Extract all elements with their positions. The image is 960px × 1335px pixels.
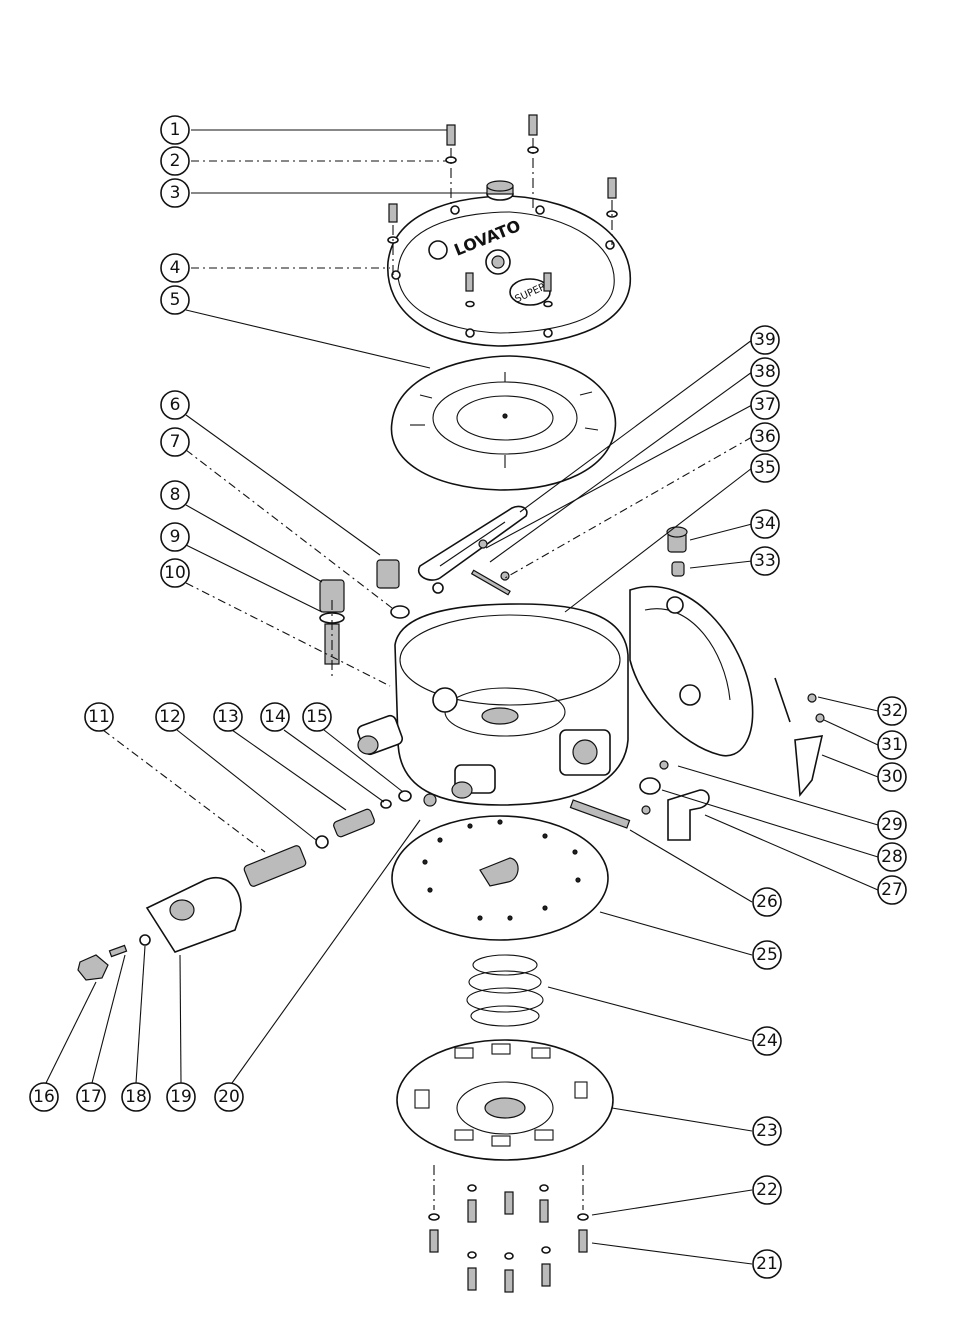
spring: [466, 954, 544, 1027]
svg-text:5: 5: [170, 290, 181, 310]
svg-text:15: 15: [306, 707, 328, 727]
callout-26: 26: [752, 887, 782, 917]
svg-text:30: 30: [881, 767, 903, 787]
callout-24: 24: [752, 1026, 782, 1056]
callout-15: 15: [302, 702, 332, 732]
cover-plate: LOVATO SUPER: [387, 195, 631, 347]
svg-text:1: 1: [170, 120, 181, 140]
callout-18: 18: [121, 1082, 151, 1112]
callout-4: 4: [160, 253, 190, 283]
callout-37: 37: [750, 390, 780, 420]
callout-32: 32: [877, 696, 907, 726]
callout-39: 39: [750, 325, 780, 355]
svg-text:7: 7: [170, 432, 181, 452]
callout-13: 13: [213, 702, 243, 732]
left-fittings: [77, 790, 437, 981]
callout-21: 21: [752, 1249, 782, 1279]
svg-text:29: 29: [881, 815, 903, 835]
callout-27: 27: [877, 875, 907, 905]
callout-17: 17: [76, 1082, 106, 1112]
svg-text:36: 36: [754, 427, 776, 447]
callout-1: 1: [160, 115, 190, 145]
side-cover: [629, 526, 825, 798]
callout-10: 10: [160, 558, 190, 588]
right-fittings: [569, 760, 710, 841]
callout-14: 14: [260, 702, 290, 732]
upper-diaphragm: [390, 355, 617, 491]
callout-11: 11: [84, 702, 114, 732]
svg-text:23: 23: [756, 1121, 778, 1141]
svg-text:39: 39: [754, 330, 776, 350]
callout-6: 6: [160, 390, 190, 420]
svg-text:35: 35: [754, 458, 776, 478]
callout-31: 31: [877, 730, 907, 760]
svg-text:25: 25: [756, 945, 778, 965]
svg-text:19: 19: [170, 1087, 192, 1107]
base-plate: [396, 1039, 614, 1161]
svg-text:37: 37: [754, 395, 776, 415]
lower-diaphragm: [391, 815, 609, 941]
svg-text:38: 38: [754, 362, 776, 382]
svg-text:16: 16: [33, 1087, 55, 1107]
svg-text:6: 6: [170, 395, 181, 415]
svg-text:2: 2: [170, 151, 181, 171]
callout-34: 34: [750, 509, 780, 539]
callout-33: 33: [750, 546, 780, 576]
callout-3: 3: [160, 178, 190, 208]
callout-23: 23: [752, 1116, 782, 1146]
svg-text:17: 17: [80, 1087, 102, 1107]
callout-35: 35: [750, 453, 780, 483]
svg-text:10: 10: [164, 563, 186, 583]
callout-7: 7: [160, 427, 190, 457]
callout-20: 20: [214, 1082, 244, 1112]
svg-text:18: 18: [125, 1087, 147, 1107]
svg-text:28: 28: [881, 847, 903, 867]
bottom-screws: [428, 1165, 589, 1293]
svg-text:20: 20: [218, 1087, 240, 1107]
callout-9: 9: [160, 522, 190, 552]
svg-text:12: 12: [159, 707, 181, 727]
cover-screws: [387, 114, 618, 308]
svg-text:4: 4: [170, 258, 181, 278]
valve-parts-6-10: [319, 559, 410, 680]
svg-text:34: 34: [754, 514, 776, 534]
svg-text:21: 21: [756, 1254, 778, 1274]
callout-36: 36: [750, 422, 780, 452]
svg-text:27: 27: [881, 880, 903, 900]
callout-22: 22: [752, 1175, 782, 1205]
callout-5: 5: [160, 285, 190, 315]
svg-text:33: 33: [754, 551, 776, 571]
svg-text:24: 24: [756, 1031, 778, 1051]
lever-assembly: [417, 505, 528, 596]
svg-text:32: 32: [881, 701, 903, 721]
svg-text:3: 3: [170, 183, 181, 203]
callout-28: 28: [877, 842, 907, 872]
callout-2: 2: [160, 146, 190, 176]
regulator-body: [356, 603, 629, 806]
callout-8: 8: [160, 480, 190, 510]
callout-12: 12: [155, 702, 185, 732]
callout-19: 19: [166, 1082, 196, 1112]
svg-text:13: 13: [217, 707, 239, 727]
callout-30: 30: [877, 762, 907, 792]
callout-25: 25: [752, 940, 782, 970]
callout-29: 29: [877, 810, 907, 840]
cover-cap: [486, 180, 514, 201]
svg-text:11: 11: [88, 707, 110, 727]
callouts: 1 2 3 4 5 6 7 8 9 10 11 12 13 14 15 16 1…: [29, 115, 907, 1279]
callout-16: 16: [29, 1082, 59, 1112]
svg-text:9: 9: [170, 527, 181, 547]
svg-text:14: 14: [264, 707, 286, 727]
svg-text:8: 8: [170, 485, 181, 505]
svg-text:31: 31: [881, 735, 903, 755]
svg-text:22: 22: [756, 1180, 778, 1200]
callout-38: 38: [750, 357, 780, 387]
leader-lines: [45, 129, 879, 1265]
svg-text:26: 26: [756, 892, 778, 912]
